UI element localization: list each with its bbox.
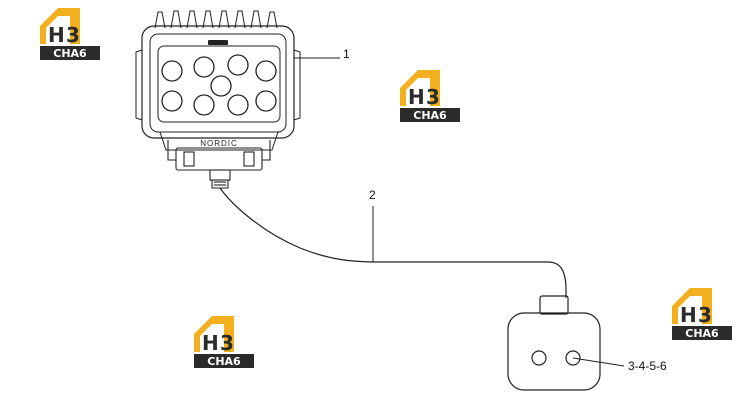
cable-gland [209,169,231,189]
connector-pin [531,350,547,366]
connector-pin [565,350,581,366]
lamp-cable [219,187,567,298]
work-lamp [135,10,301,189]
connector-neck [539,295,569,315]
cooling-fins [154,10,278,29]
watermark-logo [40,8,100,60]
watermark-logo [400,70,460,122]
callout-label-cable: 2 [369,188,376,202]
watermark-logo [672,288,732,340]
lamp-housing [141,25,295,139]
lamp-brand-text: NORDIC [200,139,238,148]
lamp-lens [157,45,281,123]
watermark-logo [194,316,254,368]
cable-connector [507,295,601,391]
callout-label-connector: 3-4-5-6 [628,359,667,373]
callout-label-lamp: 1 [343,47,350,61]
leader-lines [294,57,625,367]
connector-body [507,312,601,391]
led-array [161,54,277,116]
